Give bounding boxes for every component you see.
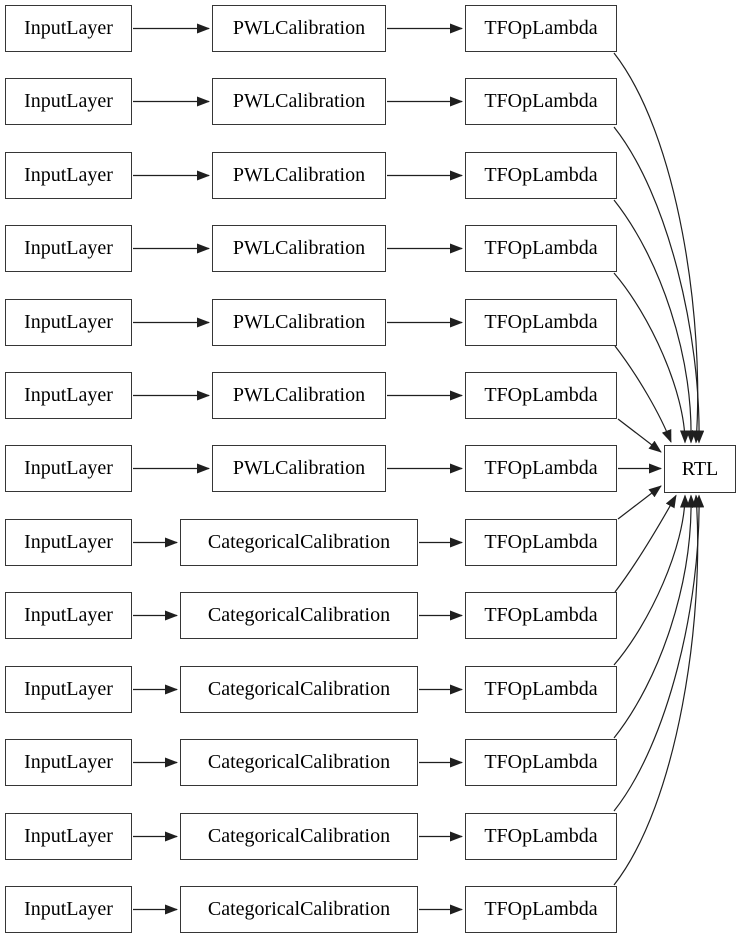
node-tfop-lambda: TFOpLambda: [465, 592, 617, 639]
node-tfop-lambda: TFOpLambda: [465, 519, 617, 566]
edge-lambda-to-rtl-13: [613, 494, 702, 886]
node-tfop-lambda: TFOpLambda: [465, 372, 617, 419]
node-input-layer: InputLayer: [5, 666, 132, 713]
edge-lambda-to-rtl-12: [613, 494, 705, 812]
node-input-layer: InputLayer: [5, 5, 132, 52]
node-tfop-lambda: TFOpLambda: [465, 739, 617, 786]
node-tfop-lambda: TFOpLambda: [465, 666, 617, 713]
node-input-layer: InputLayer: [5, 152, 132, 199]
node-pwl-calibration: PWLCalibration: [212, 78, 386, 125]
node-pwl-calibration: PWLCalibration: [212, 5, 386, 52]
node-tfop-lambda: TFOpLambda: [465, 225, 617, 272]
edge-lambda-to-rtl-3: [613, 199, 697, 444]
node-input-layer: InputLayer: [5, 739, 132, 786]
node-pwl-calibration: PWLCalibration: [212, 152, 386, 199]
node-pwl-calibration: PWLCalibration: [212, 225, 386, 272]
edge-lambda-to-rtl-9: [614, 494, 677, 593]
node-tfop-lambda: TFOpLambda: [465, 445, 617, 492]
node-input-layer: InputLayer: [5, 372, 132, 419]
node-input-layer: InputLayer: [5, 225, 132, 272]
node-categorical-calibration: CategoricalCalibration: [180, 813, 418, 860]
edge-lambda-to-rtl-4: [613, 272, 690, 444]
node-tfop-lambda: TFOpLambda: [465, 886, 617, 933]
edge-lambda-to-rtl-2: [613, 126, 705, 444]
node-tfop-lambda: TFOpLambda: [465, 299, 617, 346]
node-input-layer: InputLayer: [5, 519, 132, 566]
node-pwl-calibration: PWLCalibration: [212, 299, 386, 346]
node-tfop-lambda: TFOpLambda: [465, 78, 617, 125]
edge-lambda-to-rtl-5: [614, 345, 672, 443]
node-input-layer: InputLayer: [5, 886, 132, 933]
node-tfop-lambda: TFOpLambda: [465, 5, 617, 52]
edge-lambda-to-rtl-10: [613, 494, 690, 666]
node-categorical-calibration: CategoricalCalibration: [180, 519, 418, 566]
node-categorical-calibration: CategoricalCalibration: [180, 666, 418, 713]
node-pwl-calibration: PWLCalibration: [212, 372, 386, 419]
node-input-layer: InputLayer: [5, 445, 132, 492]
edge-lambda-to-rtl-1: [613, 52, 702, 444]
edge-lambda-to-rtl-11: [613, 494, 697, 739]
node-input-layer: InputLayer: [5, 592, 132, 639]
edge-lambda-to-rtl-6: [617, 418, 662, 453]
node-input-layer: InputLayer: [5, 299, 132, 346]
node-categorical-calibration: CategoricalCalibration: [180, 592, 418, 639]
node-rtl: RTL: [664, 445, 736, 493]
edge-lambda-to-rtl-8: [617, 485, 662, 520]
node-input-layer: InputLayer: [5, 813, 132, 860]
node-tfop-lambda: TFOpLambda: [465, 813, 617, 860]
node-categorical-calibration: CategoricalCalibration: [180, 739, 418, 786]
node-input-layer: InputLayer: [5, 78, 132, 125]
node-tfop-lambda: TFOpLambda: [465, 152, 617, 199]
node-pwl-calibration: PWLCalibration: [212, 445, 386, 492]
node-categorical-calibration: CategoricalCalibration: [180, 886, 418, 933]
